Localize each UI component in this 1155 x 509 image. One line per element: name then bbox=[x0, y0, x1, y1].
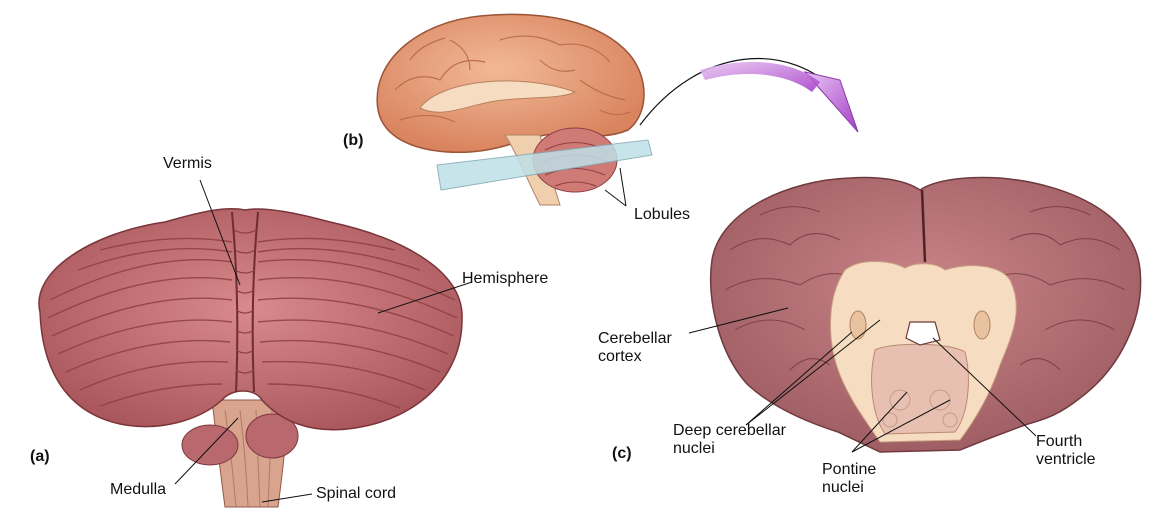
deep-cerebellar-nuclei-label: Deep cerebellar nuclei bbox=[673, 422, 786, 459]
fourth-ventricle-label-line1: Fourth bbox=[1036, 433, 1096, 451]
transition-arrow bbox=[640, 59, 858, 132]
spinal-cord-label: Spinal cord bbox=[316, 485, 396, 503]
deep-nuclei-label-line1: Deep cerebellar bbox=[673, 422, 786, 440]
cerebellar-cortex-label-line1: Cerebellar bbox=[598, 330, 672, 348]
vermis-label: Vermis bbox=[163, 155, 212, 173]
sagittal-brain-view bbox=[377, 14, 652, 205]
pontine-nuclei-label: Pontine nuclei bbox=[822, 461, 876, 498]
cerebellar-cortex-label: Cerebellar cortex bbox=[598, 330, 672, 367]
medulla-label: Medulla bbox=[110, 481, 166, 499]
cerebellar-cortex-label-line2: cortex bbox=[598, 348, 672, 366]
deep-nucleus-left bbox=[850, 311, 866, 339]
lobules-label: Lobules bbox=[634, 206, 690, 224]
tonsil-left bbox=[182, 425, 238, 465]
pontine-label-line1: Pontine bbox=[822, 461, 876, 479]
panel-b-label: (b) bbox=[343, 132, 363, 150]
panel-c-label: (c) bbox=[612, 445, 632, 463]
cerebellum-body bbox=[39, 209, 462, 430]
fourth-ventricle-label-line2: ventricle bbox=[1036, 451, 1096, 469]
cerebellum-cross-section bbox=[711, 178, 1141, 453]
pontine-label-line2: nuclei bbox=[822, 479, 876, 497]
fourth-ventricle-label: Fourth ventricle bbox=[1036, 433, 1096, 470]
hemisphere-label: Hemisphere bbox=[462, 270, 548, 288]
cerebellum-posterior-view bbox=[39, 209, 462, 507]
deep-nucleus-right bbox=[974, 311, 990, 339]
deep-nuclei-label-line2: nuclei bbox=[673, 440, 786, 458]
panel-a-label: (a) bbox=[30, 448, 50, 466]
